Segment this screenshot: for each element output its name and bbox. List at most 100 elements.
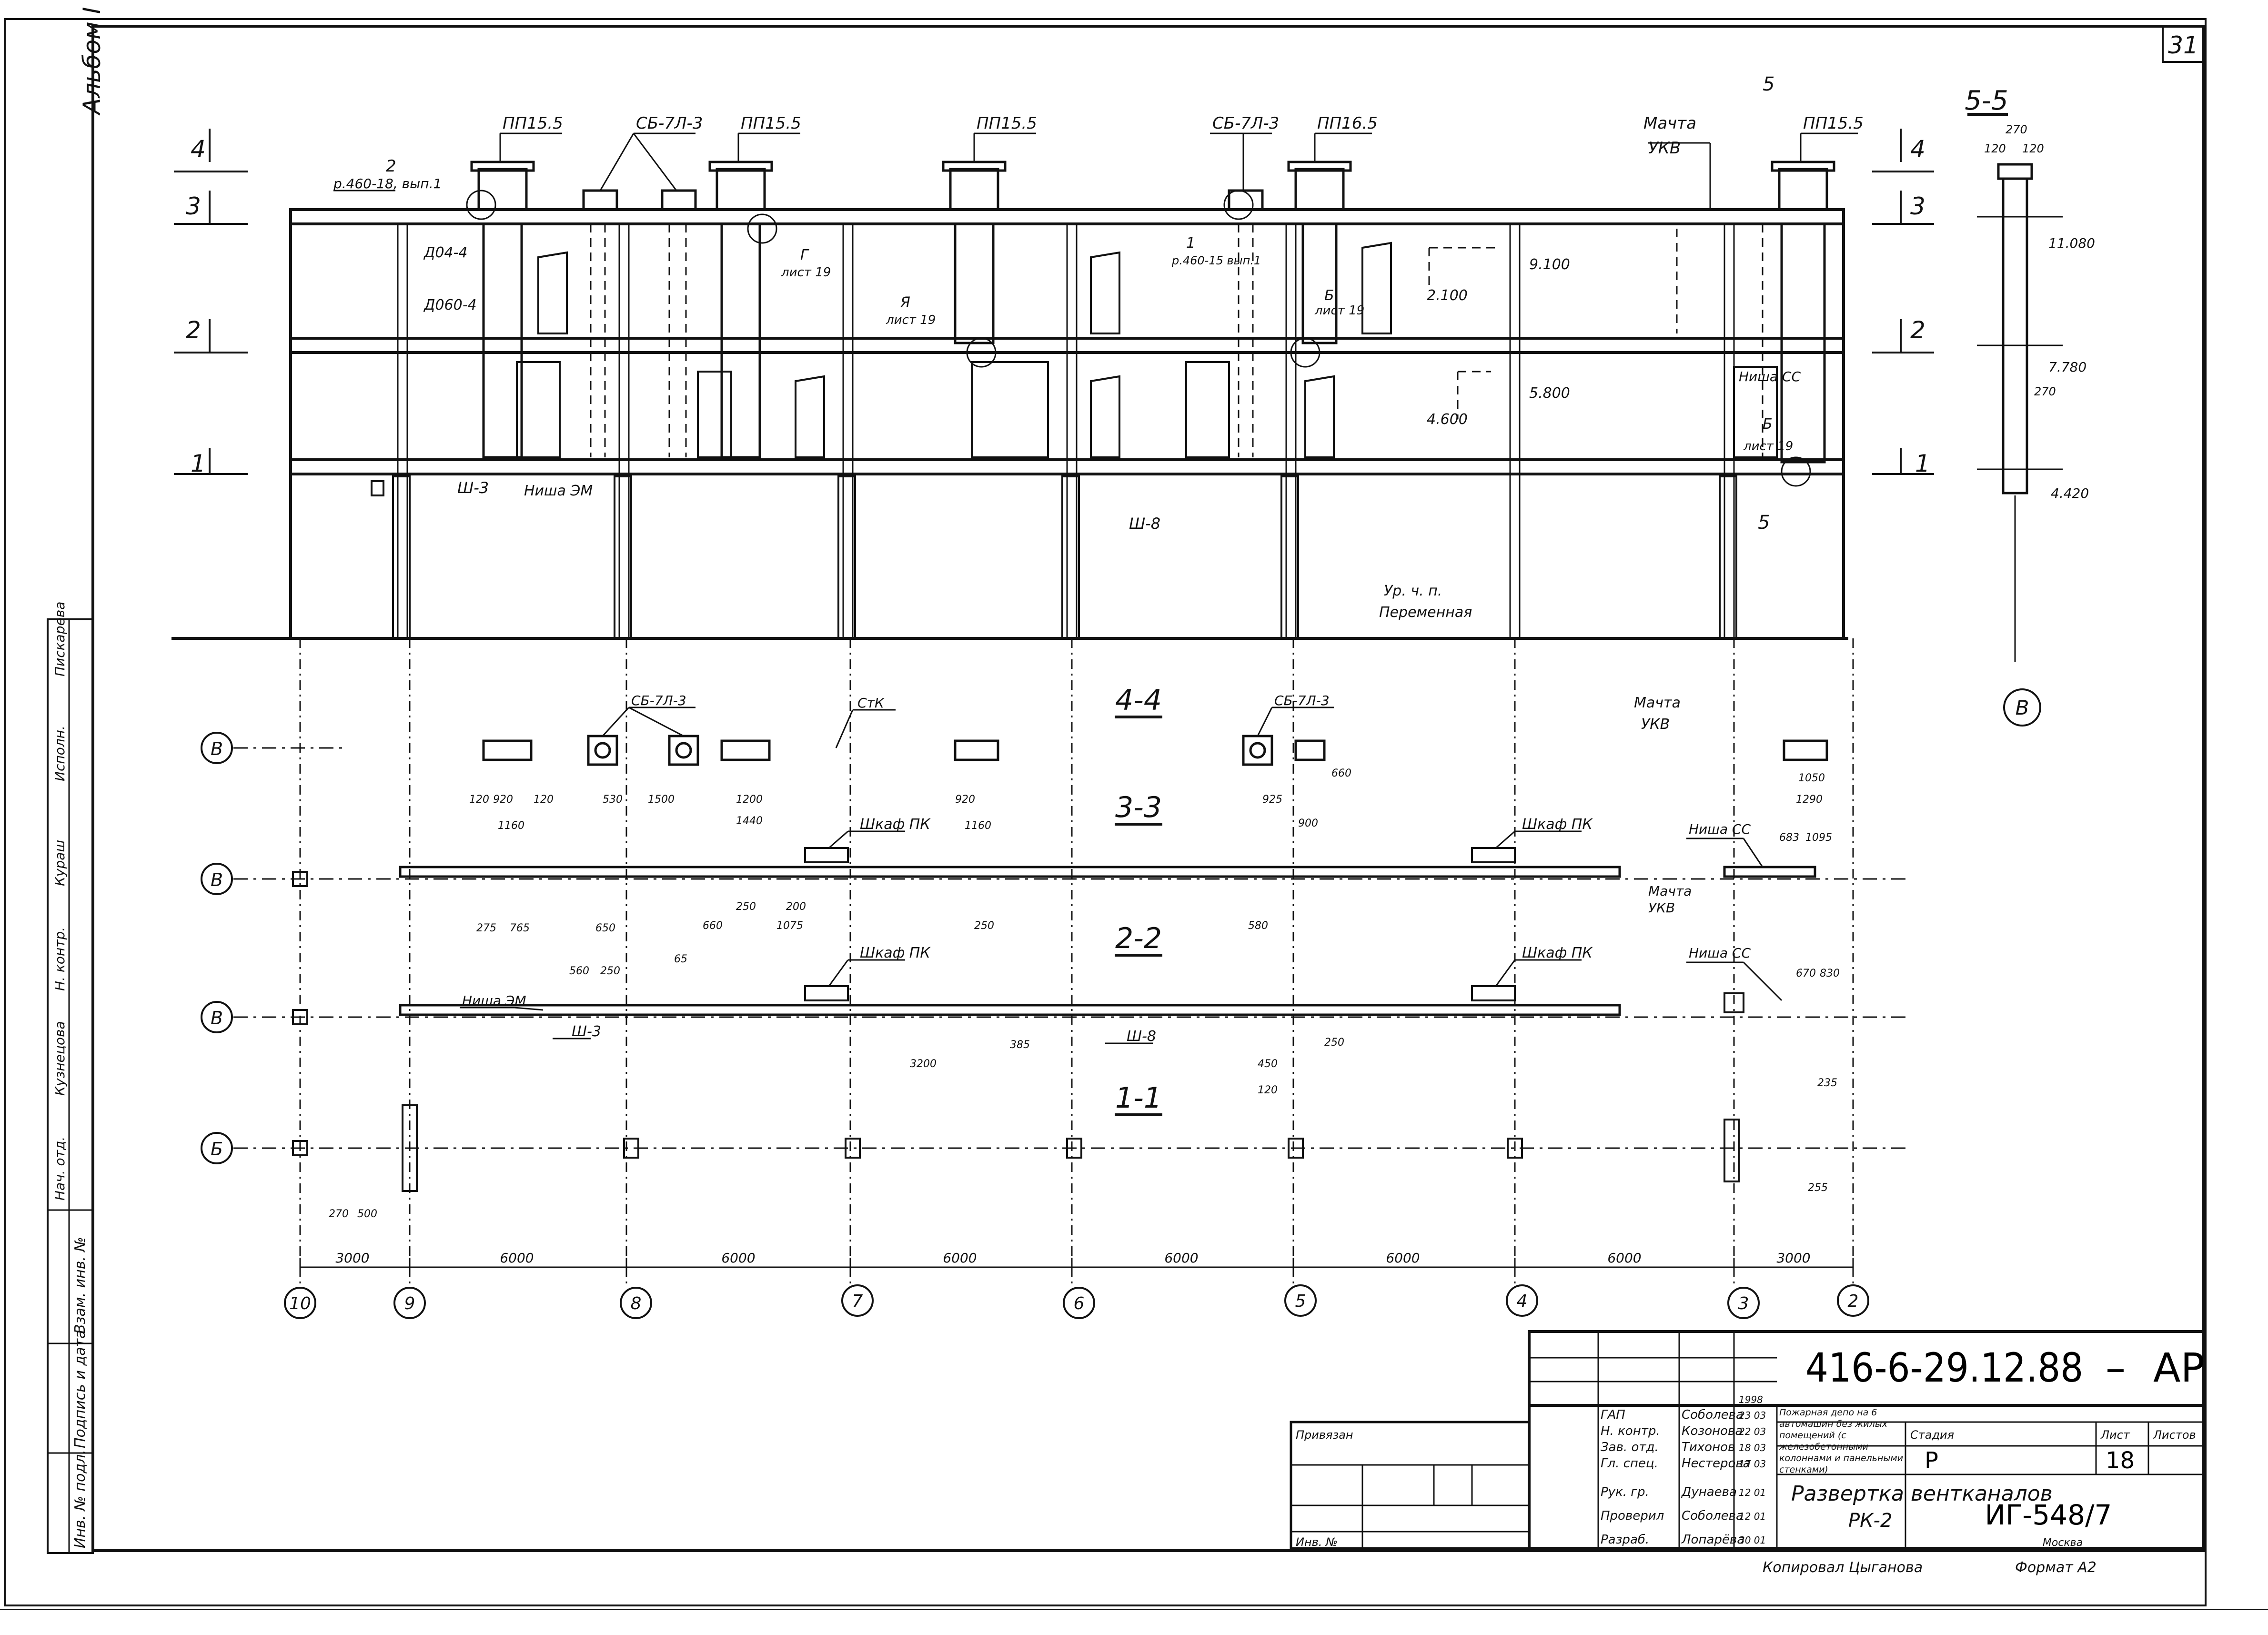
plan-label-sb-7l-3-a: СБ-7Л-3 [631, 693, 686, 708]
label-section-5: 5 [1758, 512, 1770, 534]
staff-date-7: 30 01 [1739, 1534, 1766, 1546]
label-sh8-elev: Ш-8 [1129, 515, 1160, 533]
staff-date-1: 23 03 [1739, 1410, 1766, 1421]
dim-250a: 250 [736, 901, 756, 913]
dim-275: 275 [476, 922, 496, 934]
level-1-right: 1 [1915, 450, 1930, 477]
staff-date-4: 17 03 [1739, 1458, 1766, 1470]
label-sb-7l-3-b: СБ-7Л-3 [1212, 114, 1279, 133]
staff-name-4: Нестерова [1682, 1456, 1751, 1471]
sec55-mark-11080: 11.080 [2048, 235, 2095, 251]
plan-label-sb-7l-3-b: СБ-7Л-3 [1274, 693, 1330, 708]
span-7: 6000 [1607, 1250, 1641, 1266]
org-note: Москва [2043, 1537, 2083, 1549]
stamp-row-4: Кураш [52, 840, 68, 886]
plan-label-shkaf-pk-3: Шкаф ПК [860, 945, 931, 961]
label-ground-sub: Переменная [1379, 604, 1472, 621]
stage-value: Р [1925, 1447, 1938, 1474]
plan-label-shkaf-pk-4: Шкаф ПК [1522, 945, 1593, 961]
axis-b-label-section: В [2016, 696, 2029, 719]
staff-date-5: 12 01 [1739, 1487, 1766, 1498]
axis-4: 4 [1517, 1292, 1528, 1311]
dim-1095: 1095 [1805, 832, 1832, 844]
axis-b-bubble-section [2003, 688, 2041, 727]
mark-5800: 5.800 [1529, 385, 1570, 402]
dim-670: 670 [1796, 968, 1816, 979]
drawing-code: 416-6-29.12.88 [1805, 1344, 2083, 1391]
dim-765: 765 [510, 922, 530, 934]
dim-530: 530 [603, 794, 623, 806]
level-markers-left [174, 129, 248, 475]
label-note-2-ref: р.460-18, вып.1 [333, 176, 442, 192]
label-sb-7l-3-a: СБ-7Л-3 [636, 114, 703, 133]
section-4-4-title: 4-4 [1115, 684, 1162, 717]
staff-date-6: 12 01 [1739, 1511, 1766, 1522]
stamp-podpis: Подпись и дата [72, 1330, 89, 1449]
staff-role-5: Рук. гр. [1601, 1485, 1649, 1499]
sheet-number-box [2162, 25, 2204, 63]
dim-925: 925 [1262, 794, 1282, 806]
title-block: Привязан Инв. № 416-6-29.12.88 – АР 1998… [1290, 1330, 2205, 1576]
row-axis-v2: В [211, 869, 223, 890]
dim-830: 830 [1820, 968, 1840, 979]
dim-900: 900 [1298, 818, 1318, 829]
level-4-left: 4 [191, 135, 206, 163]
dim-235: 235 [1817, 1077, 1837, 1089]
row-axis-v1: В [211, 738, 223, 759]
label-nisha-em-elev: Ниша ЭМ [524, 483, 593, 499]
sec55-mark-4420: 4.420 [2051, 485, 2089, 501]
staff-role-4: Гл. спец. [1601, 1456, 1658, 1471]
dim-1290: 1290 [1796, 794, 1823, 806]
dim-120a: 120 [469, 794, 489, 806]
label-nisha-ss-elev: Ниша СС [1739, 369, 1801, 384]
level-3-left: 3 [186, 192, 201, 220]
outer-frame [4, 18, 2207, 1606]
inv-label: Инв. № [1296, 1535, 1338, 1549]
staff-name-6: Соболева [1682, 1509, 1744, 1523]
level-2-left: 2 [186, 316, 201, 344]
span-6: 6000 [1386, 1250, 1420, 1266]
plan-label-stk: СтК [857, 695, 885, 711]
label-pp15-5: ПП15.5 [1803, 114, 1864, 133]
label-mast: Мачта [1643, 114, 1696, 133]
stamp-vzam: Взам. инв. № [72, 1237, 89, 1334]
title-line-2: РК-2 [1848, 1510, 1892, 1532]
plan-label-shkaf-pk-2: Шкаф ПК [1522, 816, 1593, 833]
dim-1160b: 1160 [965, 820, 991, 832]
label-mast-ukv: УКВ [1648, 139, 1681, 158]
stamp-row-2: Кузнецова [52, 1021, 68, 1096]
dim-250b: 250 [974, 920, 994, 932]
dim-65: 65 [674, 953, 687, 965]
dim-450: 450 [1258, 1058, 1278, 1070]
plan-label-sh3: Ш-3 [572, 1023, 601, 1040]
stamp-row-5: Исполн. [52, 726, 68, 781]
drawing-code-suffix: АР [2153, 1344, 2205, 1391]
dim-1500: 1500 [648, 794, 675, 806]
label-ground: Ур. ч. п. [1384, 583, 1442, 599]
plan-label-mast-ukv: УКВ [1641, 716, 1670, 733]
plan-label-mast-2: Мачта [1648, 883, 1692, 899]
dim-1075: 1075 [776, 920, 803, 932]
label-b2: Б [1763, 416, 1773, 433]
format-label: Формат А2 [2015, 1559, 2097, 1576]
dim-385: 385 [1010, 1039, 1030, 1051]
row-axis-v3: В [211, 1008, 223, 1029]
span-1: 3000 [335, 1250, 369, 1266]
label-b2-sheet: лист 19 [1743, 439, 1793, 454]
sheet-value: 18 [2106, 1447, 2135, 1474]
ventilation-plans: В В В Б [201, 638, 1905, 1319]
dim-250d: 250 [1324, 1037, 1344, 1049]
dim-1160a: 1160 [498, 820, 524, 832]
dim-660b: 660 [703, 920, 723, 932]
sheet-header: Лист [2100, 1428, 2130, 1442]
staff-role-1: ГАП [1601, 1408, 1625, 1422]
sec55-dim-270: 270 [2034, 385, 2056, 398]
sec55-dim-2: 120 [1984, 142, 2006, 155]
dim-1200: 1200 [736, 794, 763, 806]
row-axis-b: Б [211, 1139, 223, 1160]
level-markers-right [1872, 129, 1934, 475]
level-4-right: 4 [1910, 135, 1925, 163]
dim-920b: 920 [955, 794, 975, 806]
level-1-left: 1 [191, 450, 206, 477]
